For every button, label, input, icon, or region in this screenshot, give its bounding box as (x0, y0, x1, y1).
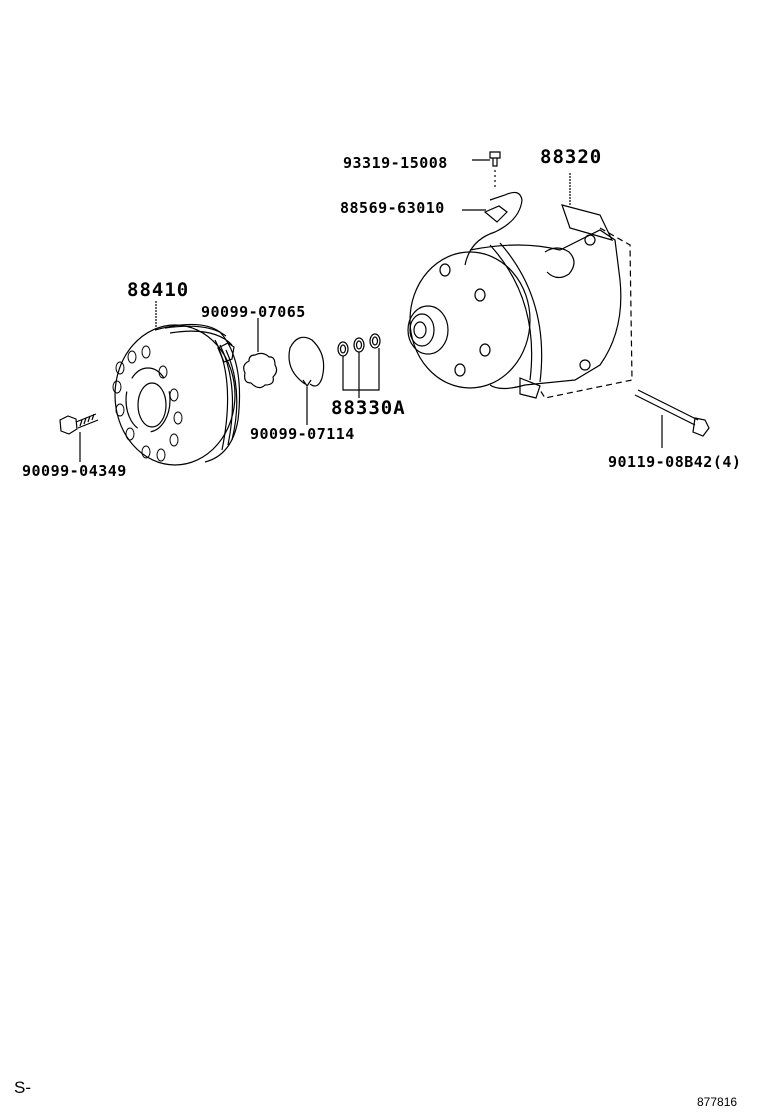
label-90099-04349: 90099-04349 (22, 462, 127, 480)
figure-number: 877816 (697, 1095, 738, 1109)
label-88569-63010: 88569-63010 (340, 199, 445, 217)
snap-ring-icon (288, 336, 325, 425)
wire-bracket-icon (462, 191, 523, 266)
shims-set-icon (337, 333, 381, 398)
label-90099-07114: 90099-07114 (250, 425, 355, 443)
label-88320: 88320 (540, 146, 603, 168)
mount-bolt-icon (634, 389, 710, 448)
label-90119-08B42: 90119-08B42(4) (608, 453, 742, 471)
label-88410: 88410 (127, 279, 190, 301)
label-93319-15008: 93319-15008 (343, 154, 448, 172)
top-bolt-icon (472, 151, 501, 190)
shim-icon (243, 318, 278, 389)
label-90099-07065: 90099-07065 (201, 303, 306, 321)
pulley-bolt-icon (59, 413, 99, 462)
section-code: S- (14, 1078, 31, 1097)
label-88330A: 88330A (331, 397, 406, 419)
pulley-icon (112, 300, 241, 466)
